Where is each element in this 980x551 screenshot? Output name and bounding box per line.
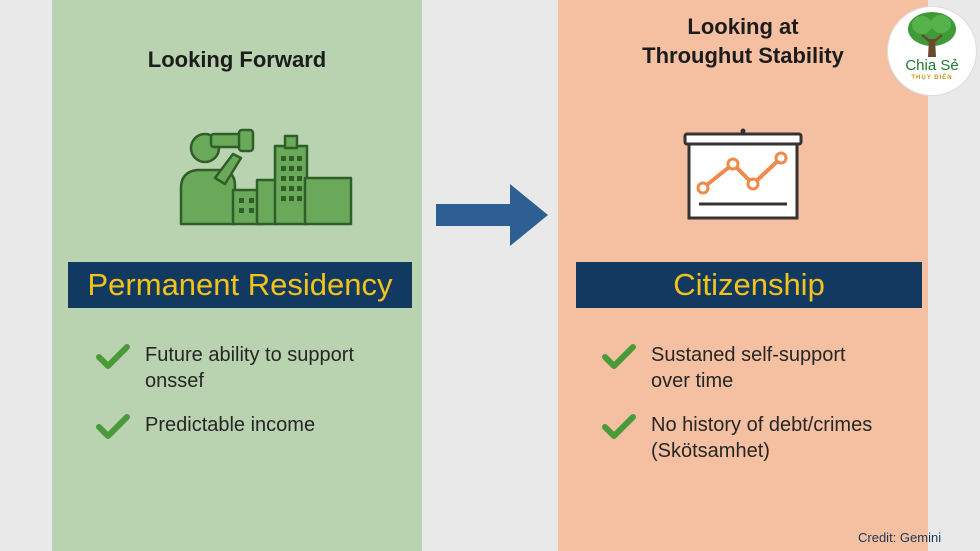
left-heading: Looking Forward bbox=[52, 45, 422, 74]
right-item-1-text: Sustaned self-support over time bbox=[651, 342, 921, 394]
logo-name: Chia Sẻ bbox=[905, 57, 959, 74]
right-panel: Looking at Throughut Stability Citizensh… bbox=[558, 0, 928, 551]
credit-label: Credit: bbox=[858, 530, 897, 545]
tree-logo-icon bbox=[908, 12, 956, 57]
right-item-2-text: No history of debt/crimes (Skötsamhet) bbox=[651, 412, 921, 464]
arrow-right-icon bbox=[436, 184, 548, 246]
logo-subtitle: THỤY ĐIỂN bbox=[911, 75, 953, 81]
right-heading-line2: Throughut Stability bbox=[642, 43, 844, 68]
check-icon bbox=[96, 344, 130, 369]
left-item-1-line2: onssef bbox=[145, 370, 204, 392]
right-item-2-line2: (Skötsamhet) bbox=[651, 440, 770, 462]
left-item-1-line1: Future ability to support bbox=[145, 344, 354, 366]
right-item-1-line2: over time bbox=[651, 370, 734, 392]
credit-line: Credit: Gemini bbox=[858, 530, 941, 545]
left-item-2-text: Predictable income bbox=[145, 412, 415, 438]
check-icon bbox=[602, 344, 636, 369]
check-icon bbox=[96, 414, 130, 439]
presentation-chart-icon bbox=[683, 128, 803, 220]
binoculars-person-icon bbox=[179, 128, 353, 226]
right-item-2-line1: No history of debt/crimes bbox=[651, 414, 873, 436]
left-heading-text: Looking Forward bbox=[147, 47, 327, 72]
right-item-1-line1: Sustaned self-support bbox=[651, 344, 846, 366]
left-panel: Looking Forward bbox=[52, 0, 422, 551]
check-icon bbox=[602, 414, 636, 439]
chia-se-logo: Chia Sẻ THỤY ĐIỂN bbox=[887, 6, 977, 96]
citizenship-banner: Citizenship bbox=[576, 262, 922, 308]
credit-value: Gemini bbox=[899, 530, 942, 545]
left-item-1-text: Future ability to support onssef bbox=[145, 342, 415, 394]
permanent-residency-banner: Permanent Residency bbox=[68, 262, 412, 308]
right-heading-line1: Looking at bbox=[687, 14, 799, 39]
left-item-2-line1: Predictable income bbox=[145, 414, 316, 436]
right-heading: Looking at Throughut Stability bbox=[558, 12, 928, 70]
